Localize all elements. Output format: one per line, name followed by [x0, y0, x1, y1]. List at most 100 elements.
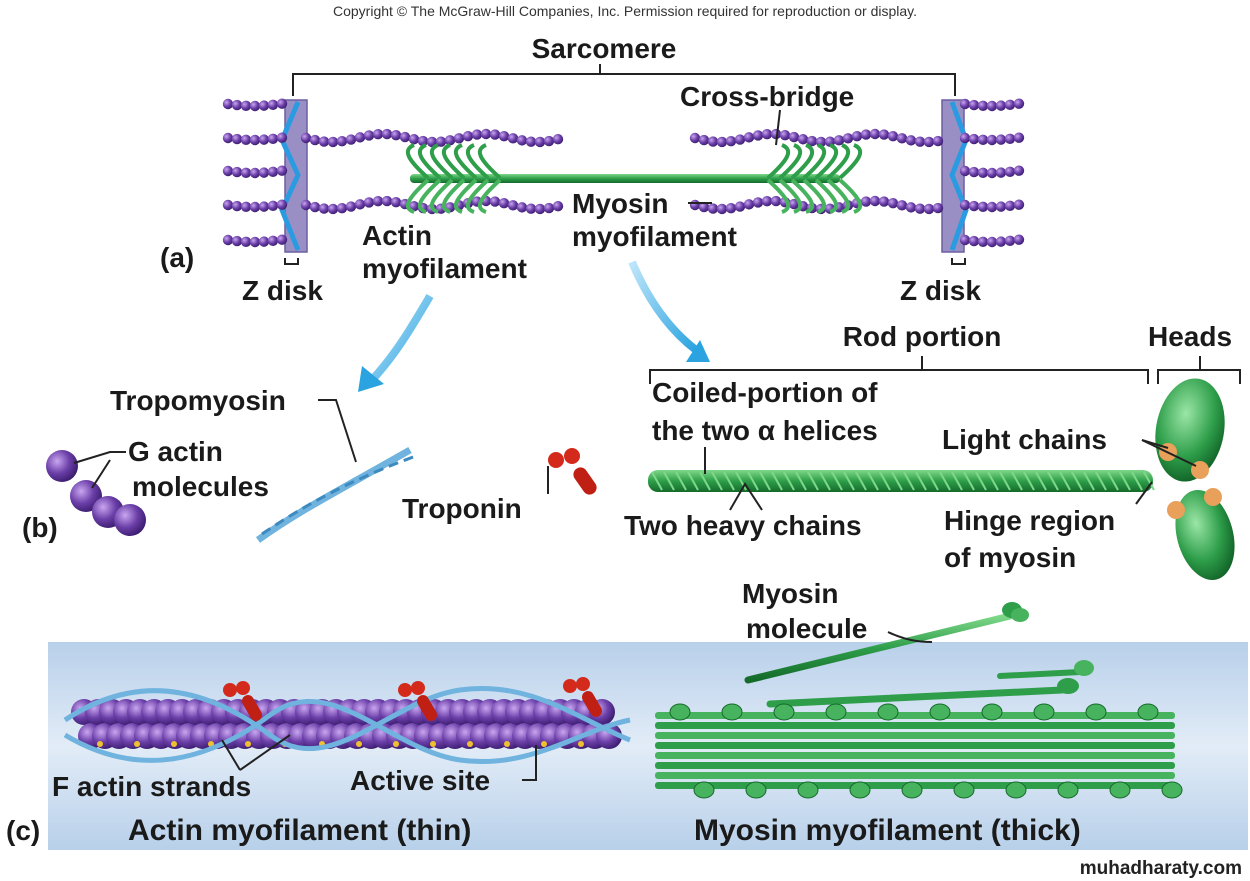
myosin-head-right [802, 143, 827, 180]
actin-bead-right-outer [1013, 98, 1025, 109]
thick-filament-strand [997, 669, 1083, 679]
actin-bead-left [471, 129, 483, 140]
actin-bead-left [309, 134, 321, 146]
actin-bead-left [381, 195, 393, 207]
actin-bead-right [734, 201, 746, 212]
actin-bead-right [860, 196, 872, 207]
troponin-label: Troponin [402, 493, 522, 524]
troponin-ball-1 [548, 452, 564, 468]
actin-bead-right-outer [1004, 133, 1016, 144]
myosin-head-left [477, 178, 502, 214]
actin-bead-right [698, 201, 710, 213]
actin-bead-left-outer [240, 236, 252, 247]
myosin-head-left [453, 178, 478, 214]
myosin-head-right [802, 178, 827, 214]
rod-portion-label: Rod portion [843, 321, 1002, 352]
actin-bead-right-outer [986, 201, 998, 213]
actin-bead-right [707, 136, 719, 147]
actin-bead-left [336, 203, 348, 214]
thick-filament-strand [655, 762, 1175, 769]
myosin-molecule-label-line2: molecule [746, 613, 867, 644]
actin-bead-left-outer [240, 201, 252, 212]
actin-label-line2: myofilament [362, 253, 527, 284]
actin-bead-left [516, 135, 528, 146]
active-site-dot [356, 741, 362, 747]
active-site-dot [541, 741, 547, 747]
actin-bead-right [725, 136, 737, 147]
myosin-head-left [477, 143, 502, 180]
actin-bead-left [525, 136, 537, 147]
active-site-pointer [522, 745, 537, 781]
rod-twist-line [771, 471, 783, 491]
actin-label-line1: Actin [362, 220, 432, 251]
actin-bead-left [462, 130, 474, 142]
light-chain-3 [1204, 488, 1222, 506]
rod-twist-line [1131, 471, 1143, 491]
actin-bead-left-outer [267, 166, 279, 177]
rod-twist-line [1071, 471, 1083, 491]
myosin-molecule-pointer [887, 631, 933, 643]
z-disk-left-bracket [284, 258, 299, 265]
myosin-head-left [417, 178, 442, 214]
rod-twist-line [855, 471, 867, 491]
actin-bead-left-outer [258, 167, 270, 178]
rod-twist-line [843, 471, 855, 491]
actin-bead-right [932, 202, 944, 214]
rod-twist-line [819, 471, 831, 491]
actin-bead-left-outer [267, 133, 279, 144]
myosin-head-upper [1155, 378, 1225, 482]
rod-twist-line [987, 471, 999, 491]
myosin-head-right [778, 178, 803, 214]
rod-twist-line [879, 471, 891, 491]
myosin-arrow [628, 260, 699, 354]
rod-twist-line [999, 471, 1011, 491]
z-disk-left-label: Z disk [242, 275, 323, 306]
g-actin-label-line2: molecules [132, 471, 269, 502]
rod-twist-line [951, 471, 963, 491]
active-site-dot [467, 741, 473, 747]
actin-bead-right-outer [1013, 165, 1025, 176]
actin-bead-left-outer [276, 98, 288, 109]
actin-bead-left-outer [276, 199, 288, 210]
actin-bead-left-outer [222, 98, 234, 110]
actin-bead-left [327, 136, 339, 148]
myosin-label-line1: Myosin [572, 188, 668, 219]
actin-bead-left [390, 129, 402, 141]
light-chain-2 [1191, 461, 1209, 479]
g-actin-ball-1 [70, 480, 102, 512]
myosin-head-left [405, 178, 430, 214]
rod-twist-line [1083, 471, 1095, 491]
actin-bead-left-outer [222, 199, 234, 211]
troponin-complex [398, 683, 412, 697]
actin-bead-right-outer [1004, 99, 1016, 110]
thick-filament-strand [655, 752, 1175, 759]
actin-bead-left [381, 128, 393, 140]
actin-bead-right-outer [995, 134, 1007, 145]
panel-a-letter: (a) [160, 242, 194, 273]
troponin-complex [242, 695, 262, 721]
actin-bead-right [743, 132, 755, 143]
actin-myofilament-title: Actin myofilament (thin) [128, 814, 471, 847]
actin-bead-right-outer [986, 134, 998, 146]
myosin-head-left [405, 143, 430, 180]
myosin-head-bundle [1161, 781, 1183, 799]
rod-twist-line [759, 471, 771, 491]
actin-bead-left-outer [222, 132, 234, 144]
actin-bead-left-outer [258, 100, 270, 111]
actin-bead-left-outer [231, 200, 243, 212]
actin-bead-right [779, 129, 791, 141]
g-actin-pointer-2 [91, 459, 111, 489]
myosin-head-bundle [1074, 660, 1094, 676]
actin-bead-left-outer [240, 167, 252, 178]
thin-filament [63, 677, 631, 764]
actin-bead-right-outer [959, 234, 971, 246]
myosin-molecule-head-2 [1011, 608, 1029, 622]
actin-bead-left [444, 135, 456, 146]
actin-bead-right [788, 131, 800, 143]
actin-filaments [222, 98, 1025, 248]
active-site-dot [245, 741, 251, 747]
actin-bead-right [752, 197, 764, 208]
actin-bead-left-outer [222, 234, 234, 246]
actin-bead-right [869, 195, 881, 207]
actin-bead-left [336, 136, 348, 147]
